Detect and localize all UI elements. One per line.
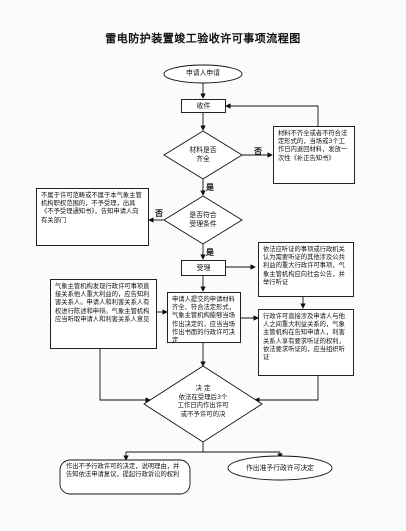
materials-check-label: 材料是否 齐全 [189, 146, 217, 163]
page-title: 雷电防护装置竣工验收许可事项流程图 [105, 32, 301, 45]
third-party-box: 气象主管机构发现行政许可事项直接关系他人重大利益的，应告知利害关系人。申请人和利… [50, 279, 157, 349]
grant-oval [227, 455, 333, 481]
yes-label-1: 是 [206, 183, 214, 192]
accept-box: 受理 [181, 260, 226, 276]
grant-label: 作出准予行政许可决定 [246, 464, 314, 472]
yes-label-2: 是 [206, 248, 214, 257]
decision-label: 决 定 依法在受理后3个 工作日内作出许可 或不予许可的决 [177, 384, 229, 418]
scope-check-label: 是否符合 受理条件 [189, 211, 217, 228]
deny-label: 作出不予行政许可的决定，说明理由，并告知依法申请复议，提起行政诉讼的权利 [66, 463, 180, 479]
supplement-box: 材料不齐全或者不符合法定形式的，当场或3个工作日内退回材料，发放一次性《补正告知… [273, 126, 355, 184]
no-label-2: 否 [155, 209, 163, 218]
no-label-1: 否 [254, 147, 262, 156]
receive-box: 收件 [181, 99, 226, 113]
not-in-scope-box: 不属于许可范畴或不属于本气象主管机构职权范围的，不予受理，出具《不予受理通知书》… [36, 188, 149, 246]
deny-box-frame [59, 459, 191, 495]
hearing-rights-box: 行政许可直接涉及申请人与他人之间重大利益关系的，气象主管机构在告知申请人，利害关… [258, 309, 354, 376]
hearing-public-box: 依法应听证的事项或行政机关认为需要听证的其他涉及公共利益的重大行政许可事项，气象… [258, 242, 354, 297]
applicant-label: 申请人申请 [186, 69, 220, 77]
review-box: 申请人提交的申请材料齐全、符合法定形式，气象主管机构能够当场作出决定的，应当当场… [167, 292, 241, 343]
